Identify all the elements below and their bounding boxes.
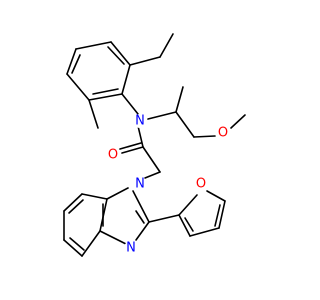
- double-bond: [107, 46, 125, 65]
- bond: [142, 146, 161, 173]
- acetamide-linker: [119, 125, 161, 179]
- double-bond: [184, 217, 194, 232]
- double-bond: [214, 204, 221, 227]
- molecule-canvas: N O O O N N: [63, 33, 246, 257]
- bond: [135, 221, 150, 241]
- bond: [178, 214, 191, 237]
- aryl-ring: [66, 41, 131, 101]
- bond: [121, 64, 131, 95]
- bond: [63, 239, 83, 257]
- bond: [175, 111, 195, 138]
- bond: [137, 125, 144, 148]
- bond: [129, 56, 161, 66]
- benzimidazole-ring: [63, 187, 150, 257]
- amide-nitrogen-label: N: [135, 114, 145, 129]
- bond: [121, 93, 139, 115]
- bond: [230, 114, 246, 129]
- bond: [159, 33, 174, 58]
- bond: [218, 200, 226, 229]
- furan-oxygen-label: O: [196, 177, 206, 192]
- benzimidazole-n1-label: N: [135, 177, 145, 192]
- bond: [63, 193, 83, 212]
- bond: [193, 135, 216, 138]
- methyl-bond: [88, 99, 99, 129]
- bond: [81, 193, 108, 200]
- double-bond: [68, 199, 84, 214]
- double-bond: [69, 237, 85, 251]
- double-bond: [92, 88, 119, 95]
- bond: [110, 41, 131, 66]
- carbonyl-oxygen-label: O: [108, 148, 118, 163]
- bond: [189, 227, 220, 237]
- bond: [66, 73, 90, 101]
- double-bond: [135, 210, 145, 224]
- double-bond: [71, 54, 81, 74]
- bond: [66, 48, 77, 75]
- bond: [88, 93, 123, 101]
- bond: [75, 41, 112, 50]
- bond: [132, 190, 150, 223]
- bond: [99, 230, 127, 245]
- double-bond: [119, 142, 142, 150]
- methoxy-oxygen-label: O: [218, 126, 228, 141]
- bond: [148, 214, 180, 223]
- atom-labels: N O O O N N: [106, 114, 230, 256]
- bond: [106, 187, 129, 200]
- bond: [206, 190, 226, 202]
- ethyl-group: [129, 33, 174, 66]
- methoxypropyl-group: [147, 86, 246, 138]
- bond: [147, 111, 177, 120]
- bond: [175, 86, 184, 113]
- bond: [121, 146, 144, 154]
- furan-ring: [148, 190, 226, 237]
- bond: [178, 194, 198, 216]
- bond: [144, 171, 161, 179]
- bond: [81, 230, 101, 257]
- benzimidazole-n3-label: N: [126, 241, 136, 256]
- molecule-diagram: N O O O N N: [63, 33, 246, 257]
